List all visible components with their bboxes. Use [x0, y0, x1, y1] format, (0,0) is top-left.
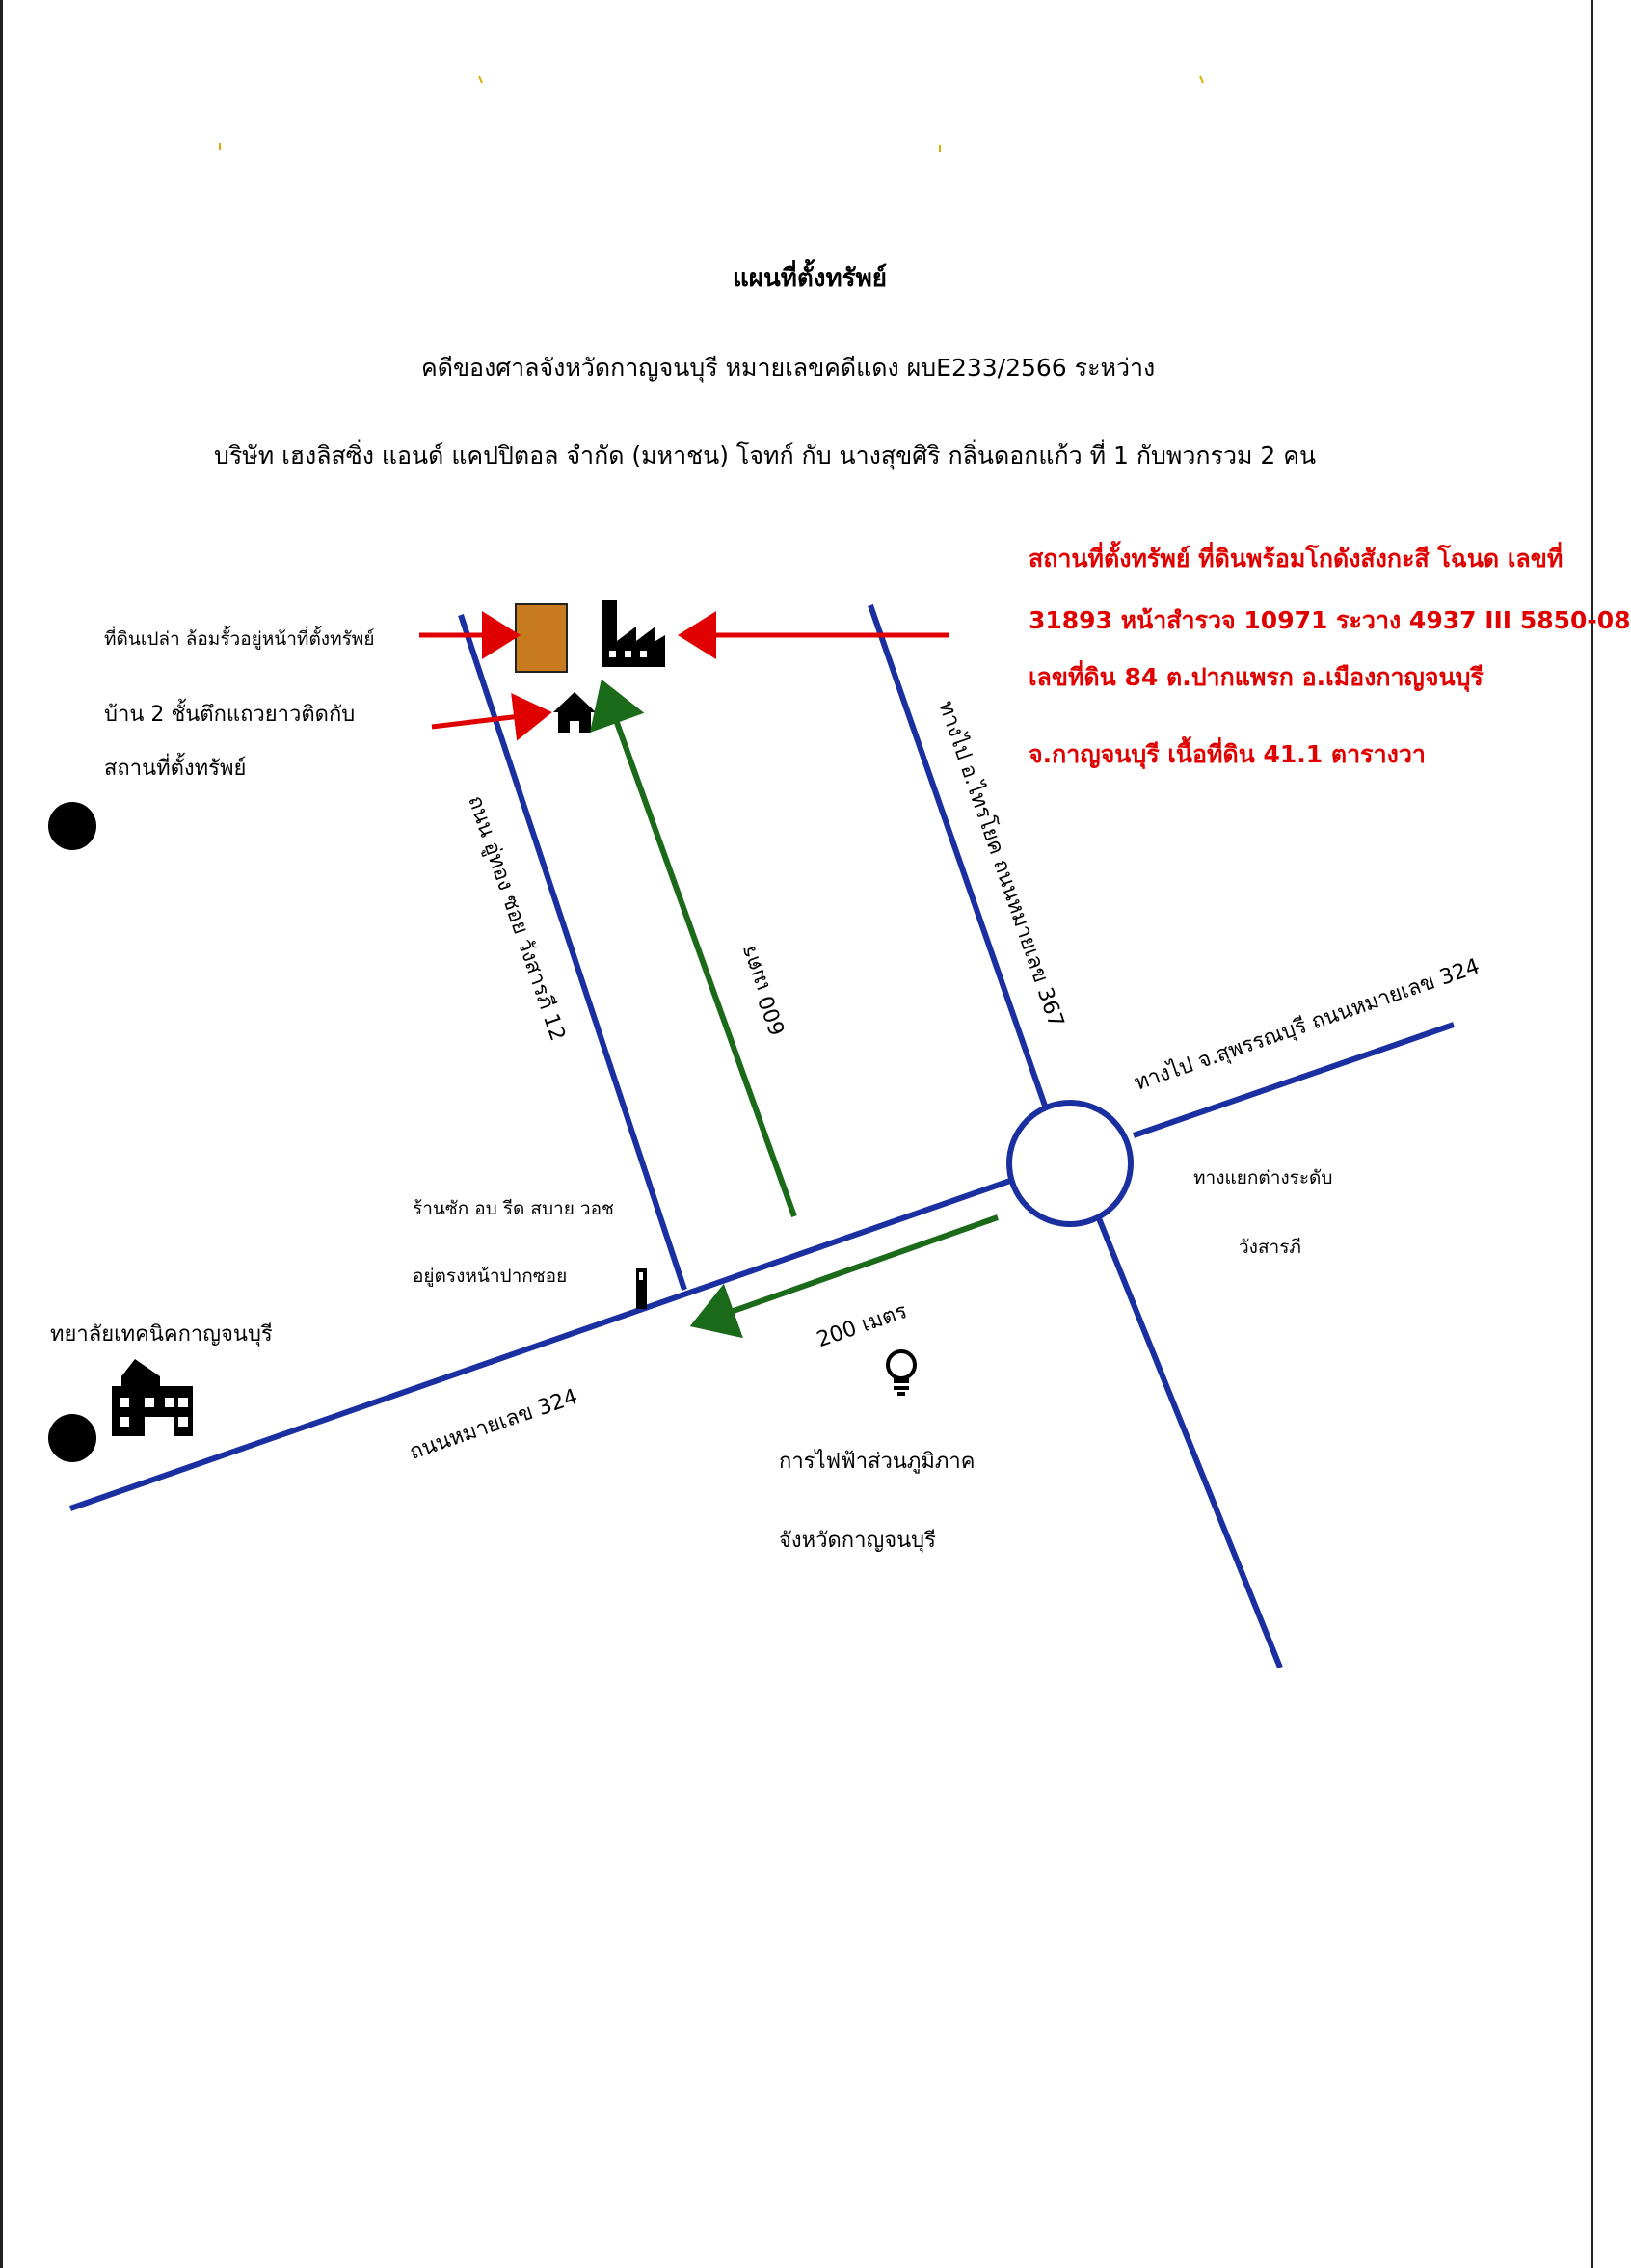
road-soi-wangsaraphi-12 [458, 614, 687, 1291]
house-note-line-2: สถานที่ตั้งทรัพย์ [104, 757, 247, 781]
right-border [1591, 0, 1593, 2268]
college-label: ทยาลัยเทคนิคกาญจนบุรี [50, 1322, 273, 1347]
pea-label-1: การไฟฟ้าส่วนภูมิภาค [779, 1450, 976, 1474]
road-324-east [1133, 1022, 1455, 1138]
location-map [69, 75, 1455, 1669]
arrow-600m [589, 679, 797, 1218]
vacant-land-note: ที่ดินเปล่า ล้อมรั้วอยู่หน้าที่ตั้งทรัพย… [104, 628, 375, 650]
case-line: คดีของศาลจังหวัดกาญจนบุรี หมายเลขคดีแดง … [421, 354, 1156, 382]
page-title: แผนที่ตั้งทรัพย์ [733, 264, 887, 293]
punch-hole-top [48, 802, 96, 850]
shop-label-2: อยู่ตรงหน้าปากซอย [413, 1266, 568, 1287]
road-367 [868, 604, 1049, 1109]
vacant-land-box [515, 603, 568, 673]
property-info-line-4: จ.กาญจนบุรี เนื้อที่ดิน 41.1 ตารางวา [1029, 740, 1426, 768]
shop-icon [636, 1268, 647, 1309]
intersection-label-1: ทางแยกต่างระดับ [1193, 1167, 1333, 1188]
house-icon [553, 692, 596, 733]
roundabout [1006, 1100, 1134, 1227]
property-info-line-3: เลขที่ดิน 84 ต.ปากแพรก อ.เมืองกาญจนบุรี [1029, 663, 1484, 691]
lightbulb-icon [886, 1349, 917, 1396]
left-border [0, 0, 3, 2268]
shop-label-1: ร้านซัก อบ รีด สบาย วอช [413, 1198, 614, 1219]
school-icon [112, 1359, 193, 1436]
arrow-house [431, 692, 552, 741]
property-info-line-2: 31893 หน้าสำรวจ 10971 ระวาง 4937 III 585… [1029, 606, 1631, 634]
arrow-200m [689, 1214, 1000, 1339]
factory-icon [602, 600, 665, 667]
property-info-line-1: สถานที่ตั้งทรัพย์ ที่ดินพร้อมโกดังสังกะส… [1029, 545, 1564, 573]
parties-line: บริษัท เฮงลิสซิ่ง แอนด์ แคปปิตอล จำกัด (… [214, 441, 1317, 469]
punch-hole-bottom [48, 1414, 96, 1462]
scan-mark [478, 75, 483, 84]
road-324-west [69, 1178, 1011, 1511]
scan-mark [1199, 75, 1204, 84]
pea-label-2: จังหวัดกาญจนบุรี [779, 1529, 936, 1553]
road-367-south [1096, 1216, 1283, 1669]
intersection-label-2: วังสารภี [1239, 1237, 1301, 1258]
house-note-line-1: บ้าน 2 ชั้นตึกแถวยาวติดกับ [104, 703, 356, 727]
